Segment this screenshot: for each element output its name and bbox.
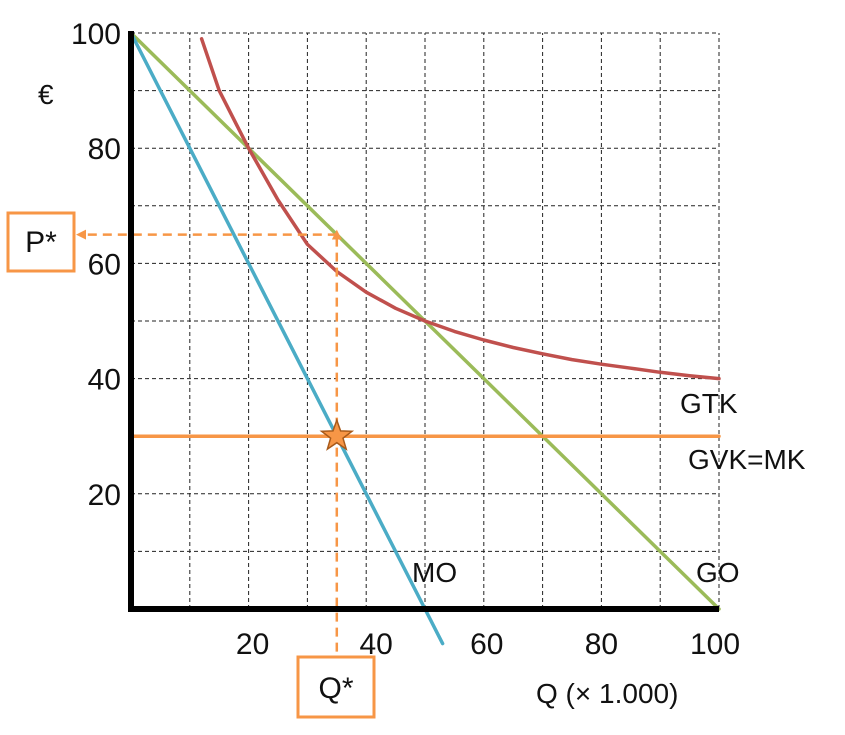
series-label-gtk: GTK [680, 388, 738, 419]
series-line-gtk [199, 37, 721, 381]
x-tick-label: 20 [236, 628, 269, 661]
series-line-mo [129, 31, 445, 646]
y-tick-label: 60 [88, 248, 121, 281]
x-tick-label: 100 [690, 628, 740, 661]
markers [319, 417, 355, 451]
p-star-box: P* [6, 211, 76, 273]
x-tick-label: 80 [585, 628, 618, 661]
y-tick-label: 80 [88, 133, 121, 166]
optimum-star-marker [319, 417, 355, 451]
guide-lines [76, 229, 342, 667]
series-label-gvk-mk: GVK=MK [688, 444, 806, 475]
q-star-box: Q* [296, 655, 376, 719]
series-label-mo: MO [412, 557, 457, 588]
axes [128, 31, 719, 612]
y-axis-title: € [38, 79, 54, 110]
x-tick-label: 60 [470, 628, 503, 661]
y-tick-label: 20 [88, 479, 121, 512]
x-axis-title: Q (× 1.000) [536, 678, 678, 709]
p-star-label: P* [25, 226, 57, 259]
y-tick-label: 40 [88, 364, 121, 397]
y-tick-label: 100 [71, 18, 121, 51]
series-label-go: GO [696, 557, 740, 588]
q-star-label: Q* [318, 672, 353, 705]
